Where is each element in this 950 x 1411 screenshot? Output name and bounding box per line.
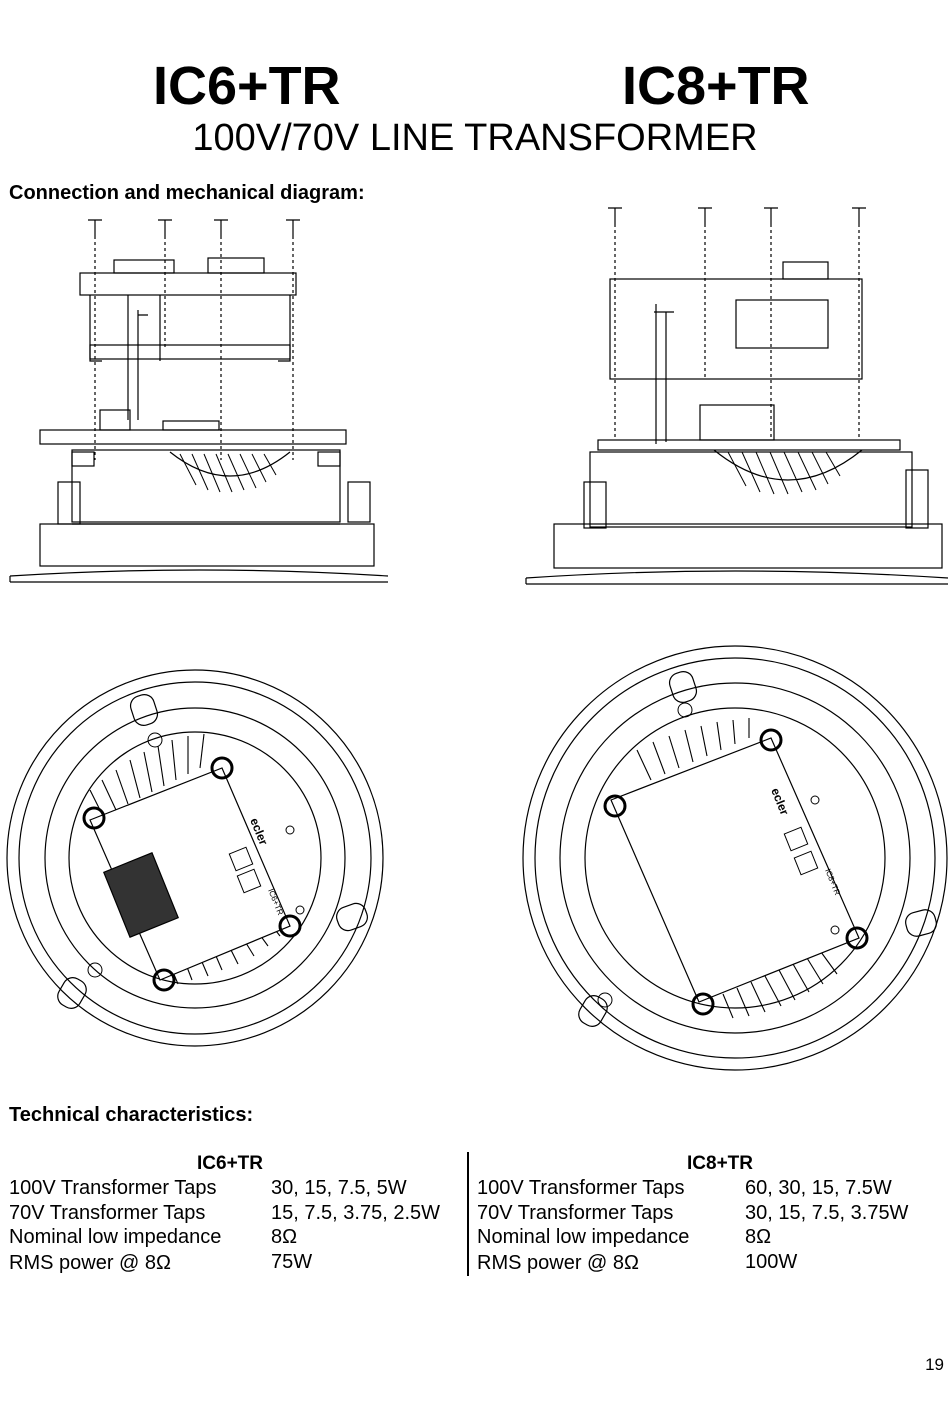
spec-label: RMS power @ 8Ω [477,1252,639,1274]
specs-table-left: IC6+TR 100V Transformer Taps 30, 15, 7.5… [9,1152,464,1282]
spec-label: 70V Transformer Taps [9,1201,206,1224]
side-view-diagram-left [9,219,389,583]
specs-table-title: IC6+TR [197,1153,263,1174]
spec-label: 100V Transformer Taps [9,1177,217,1199]
spec-value: 30, 15, 7.5, 3.75W [745,1201,909,1224]
specs-table-title: IC8+TR [687,1153,753,1174]
screw-icon [88,219,300,236]
side-view-diagram-right [525,207,949,585]
spec-value: 8Ω [271,1226,298,1248]
screw-icon [608,207,866,224]
spec-value: 30, 15, 7.5, 5W [271,1177,407,1199]
table-divider [467,1152,469,1276]
bottom-view-diagram-left: ecler IC6+TR [6,669,384,1047]
mounting-screw-icon [603,728,869,1016]
spec-label: Nominal low impedance [477,1226,690,1248]
spec-label: 100V Transformer Taps [477,1177,685,1199]
bottom-view-diagram-right: ecler IC8+TR [522,645,948,1071]
model-title-left: IC6+TR [153,56,341,116]
spec-value: 100W [745,1250,798,1273]
spec-value: 60, 30, 15, 7.5W [745,1177,892,1199]
spec-value: 8Ω [745,1226,772,1248]
model-title-right: IC8+TR [622,56,810,116]
specs-section-title: Technical characteristics: [9,1104,254,1126]
specs-table-right: IC8+TR 100V Transformer Taps 60, 30, 15,… [477,1152,942,1282]
page-subtitle: 100V/70V LINE TRANSFORMER [192,117,758,159]
spec-label: RMS power @ 8Ω [9,1252,171,1274]
diagram-section-title: Connection and mechanical diagram: [9,182,365,204]
spec-label: Nominal low impedance [9,1226,222,1248]
spec-label: 70V Transformer Taps [477,1201,674,1224]
mounting-screw-icon [82,756,302,992]
spec-value: 75W [271,1250,313,1273]
spec-value: 15, 7.5, 3.75, 2.5W [271,1201,440,1224]
page-number: 19 [925,1355,944,1374]
